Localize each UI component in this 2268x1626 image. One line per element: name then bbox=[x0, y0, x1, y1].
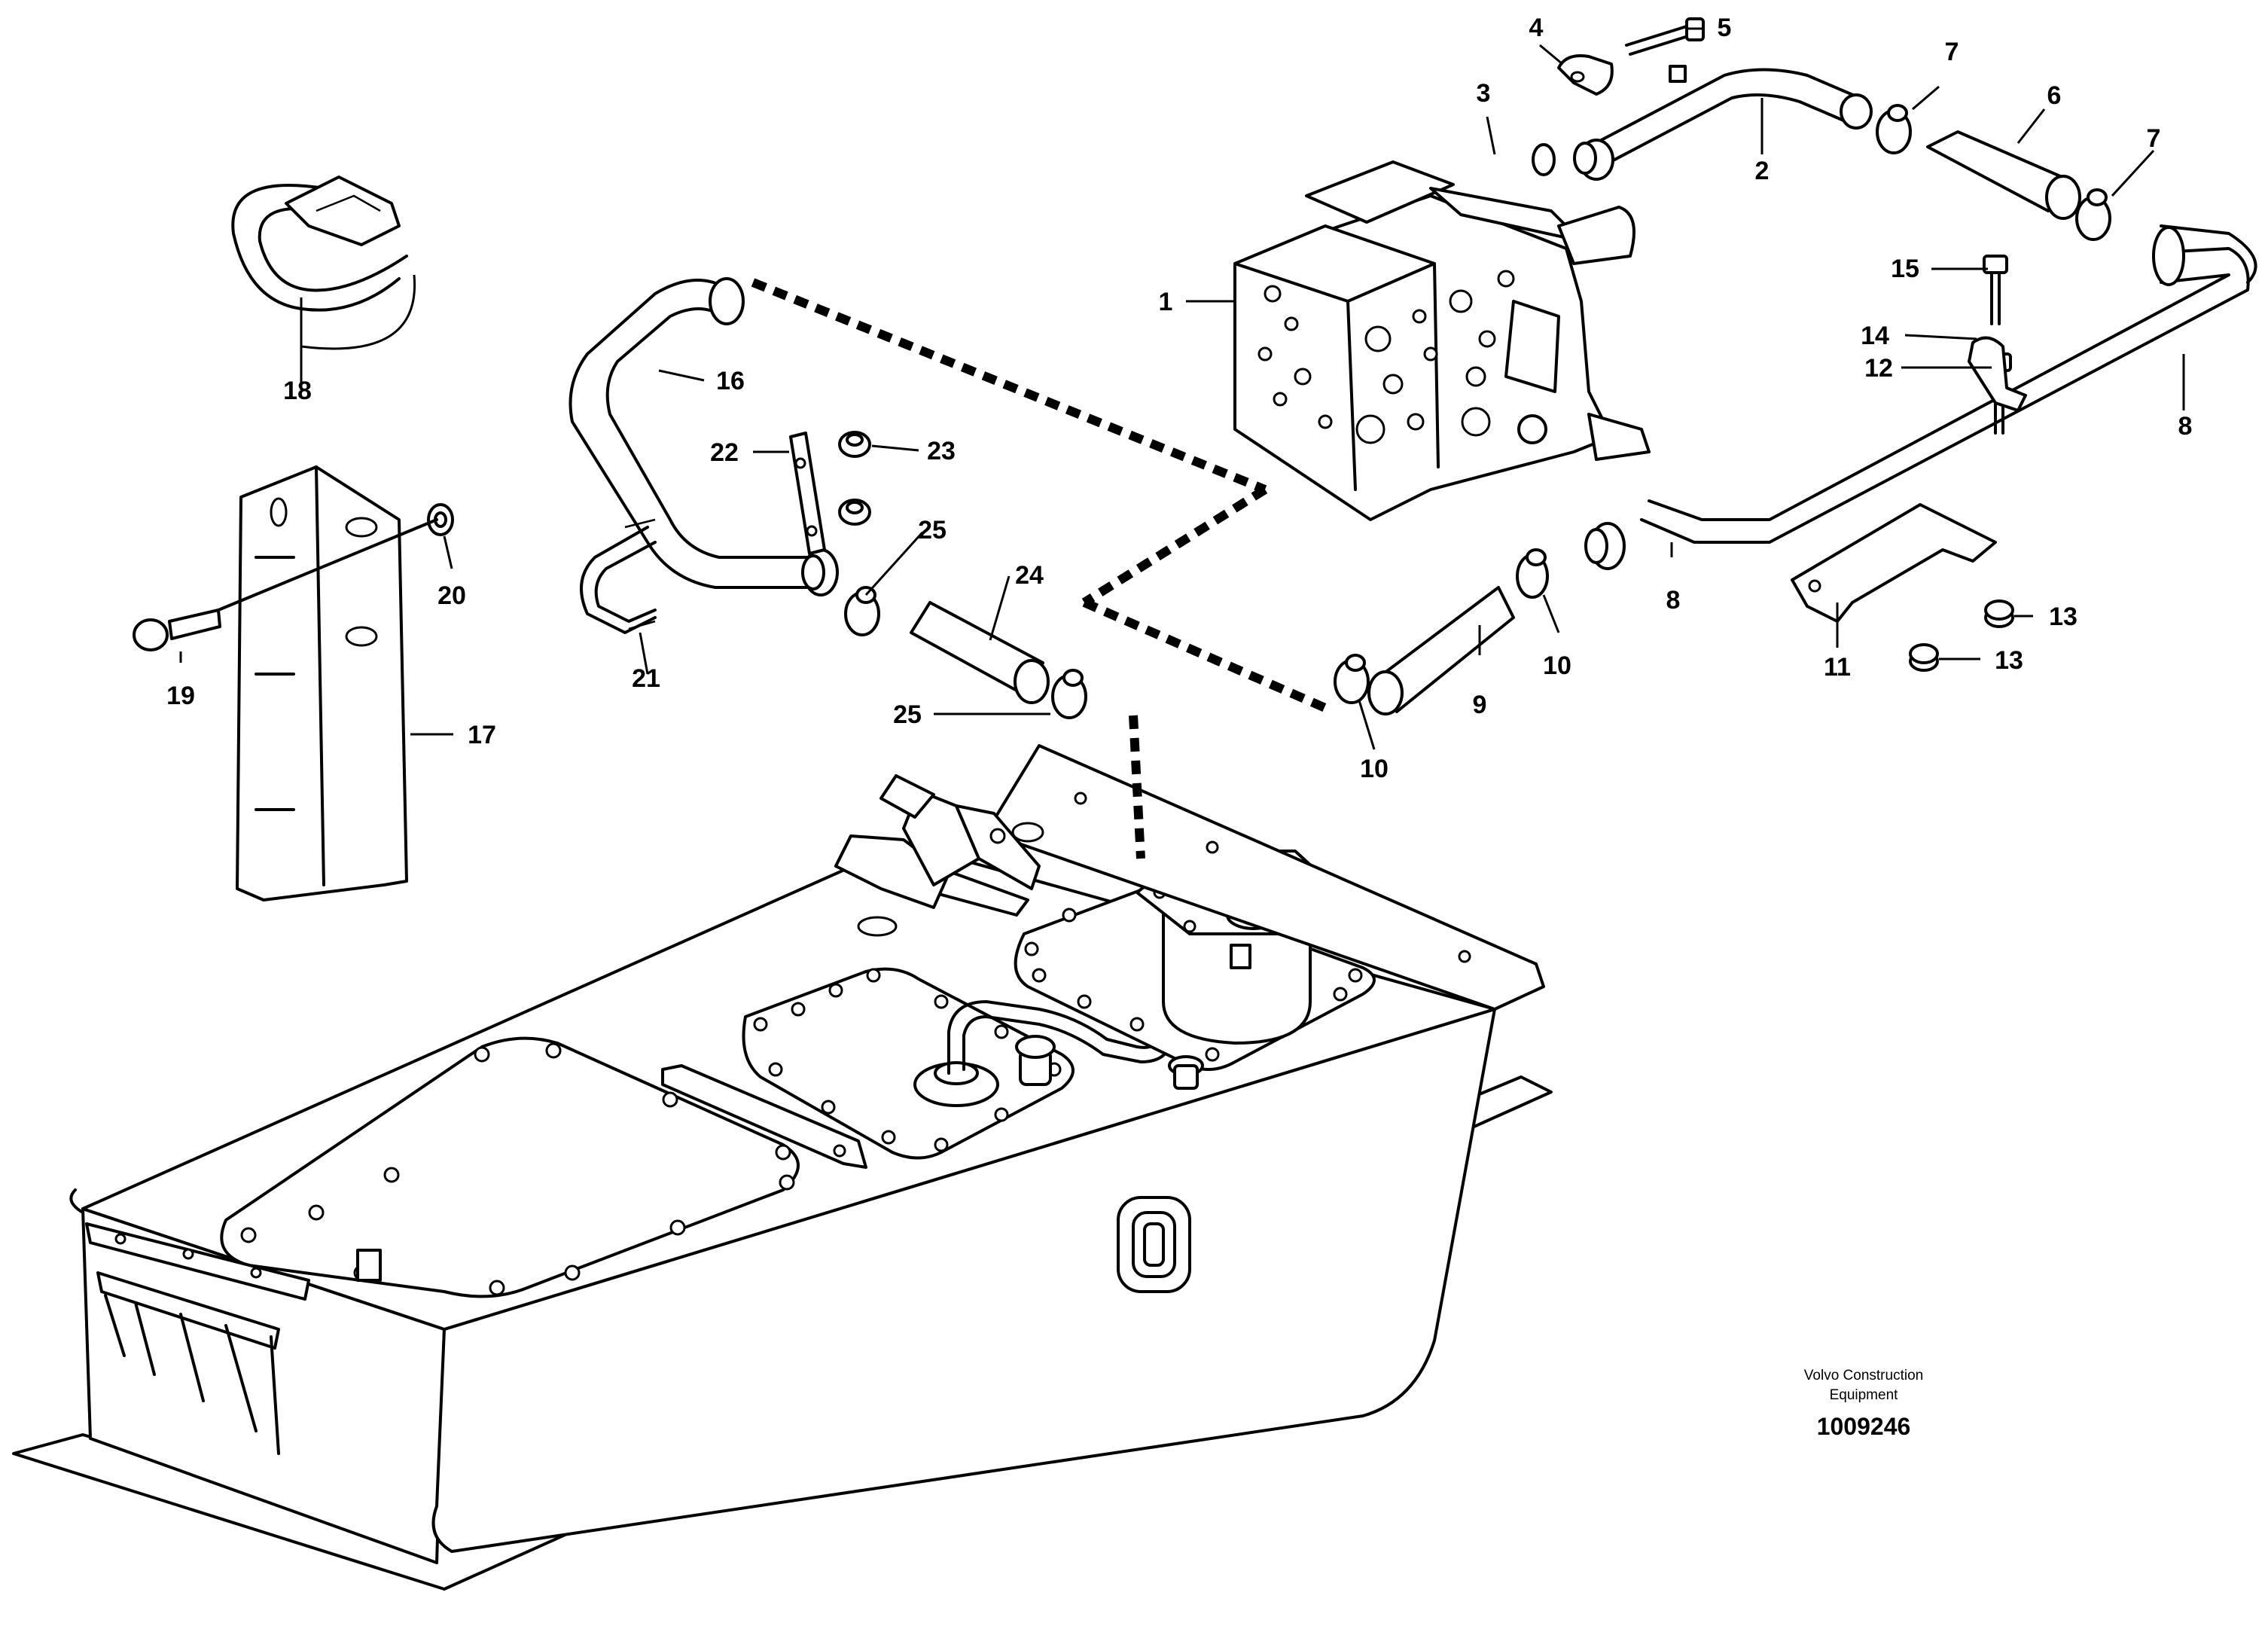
callout-1: 1 bbox=[1159, 288, 1173, 316]
callout-10: 10 bbox=[1543, 651, 1571, 680]
seal-ring bbox=[1532, 143, 1556, 176]
clamp-plate bbox=[789, 432, 826, 555]
callout-14: 14 bbox=[1861, 322, 1889, 350]
callout-24: 24 bbox=[1015, 561, 1044, 590]
bolt bbox=[1983, 255, 2008, 325]
plate2-bolts bbox=[1024, 908, 1363, 1062]
return-pipe-2 bbox=[1573, 65, 1873, 181]
callout-17: 17 bbox=[468, 721, 496, 749]
callout-21: 21 bbox=[632, 664, 660, 693]
leader-lines bbox=[179, 27, 2185, 750]
hydraulic-tank bbox=[12, 744, 1553, 1591]
routing-line bbox=[1129, 715, 1145, 859]
callout-8: 8 bbox=[2178, 412, 2193, 441]
callout-25: 25 bbox=[918, 516, 947, 545]
sight-glass bbox=[1117, 1196, 1191, 1293]
control-valve bbox=[1233, 160, 1651, 521]
callout-2: 2 bbox=[1755, 157, 1770, 185]
callout-7: 7 bbox=[1945, 38, 1959, 66]
callout-3: 3 bbox=[1477, 79, 1491, 108]
callout-25-second: 25 bbox=[893, 700, 922, 729]
pipe-bracket bbox=[1791, 503, 1997, 623]
angle-bracket bbox=[236, 465, 408, 901]
suction-pipe-16 bbox=[569, 277, 839, 596]
nut bbox=[838, 431, 871, 458]
callout-6: 6 bbox=[2047, 81, 2062, 110]
manufacturer-line-2: Equipment bbox=[1830, 1387, 1899, 1403]
callout-20: 20 bbox=[437, 581, 466, 610]
callout-18: 18 bbox=[283, 377, 312, 405]
nut bbox=[838, 499, 871, 526]
hose-6 bbox=[1926, 130, 2081, 220]
pipe-clamp bbox=[1968, 336, 2027, 412]
routing-line bbox=[1081, 485, 1268, 607]
callout-10-second: 10 bbox=[1360, 755, 1389, 783]
callout-13-second: 13 bbox=[1995, 646, 2023, 675]
bolt bbox=[133, 518, 438, 651]
routing-line bbox=[751, 278, 1267, 494]
screw bbox=[1625, 17, 1705, 56]
document-number: 1009246 bbox=[1817, 1413, 1911, 1440]
routing-line bbox=[1082, 598, 1328, 712]
callout-4: 4 bbox=[1529, 14, 1544, 42]
callout-16: 16 bbox=[716, 367, 745, 395]
callout-15: 15 bbox=[1891, 255, 1919, 283]
cable-tie-strap bbox=[231, 175, 408, 312]
return-pipe-8 bbox=[1584, 224, 2257, 570]
flange-half bbox=[1557, 54, 1614, 96]
nut bbox=[1984, 599, 2014, 628]
callout-8-second: 8 bbox=[1666, 586, 1681, 615]
callout-7-second: 7 bbox=[2147, 124, 2161, 153]
callout-11: 11 bbox=[1824, 653, 1851, 682]
u-bolt bbox=[580, 518, 657, 634]
valve-ports bbox=[1257, 270, 1515, 444]
mounting-bracket bbox=[834, 774, 1044, 937]
callout-13: 13 bbox=[2049, 603, 2077, 631]
callouts: 1 2 3 4 5 6 7 7 8 8 9 10 10 11 12 13 13 … bbox=[166, 14, 2192, 783]
callout-23: 23 bbox=[927, 437, 956, 465]
front-latch bbox=[85, 1222, 310, 1455]
hose-24 bbox=[910, 601, 1050, 704]
callout-12: 12 bbox=[1864, 354, 1893, 383]
hose-9 bbox=[1367, 586, 1515, 715]
manufacturer-line-1: Volvo Construction bbox=[1804, 1368, 1923, 1383]
nut bbox=[1909, 643, 1939, 672]
callout-5: 5 bbox=[1718, 14, 1732, 42]
title-block: Volvo Construction Equipment 1009246 bbox=[1804, 1368, 1923, 1440]
callout-19: 19 bbox=[166, 682, 195, 710]
callout-9: 9 bbox=[1473, 691, 1487, 719]
callout-22: 22 bbox=[710, 438, 739, 467]
